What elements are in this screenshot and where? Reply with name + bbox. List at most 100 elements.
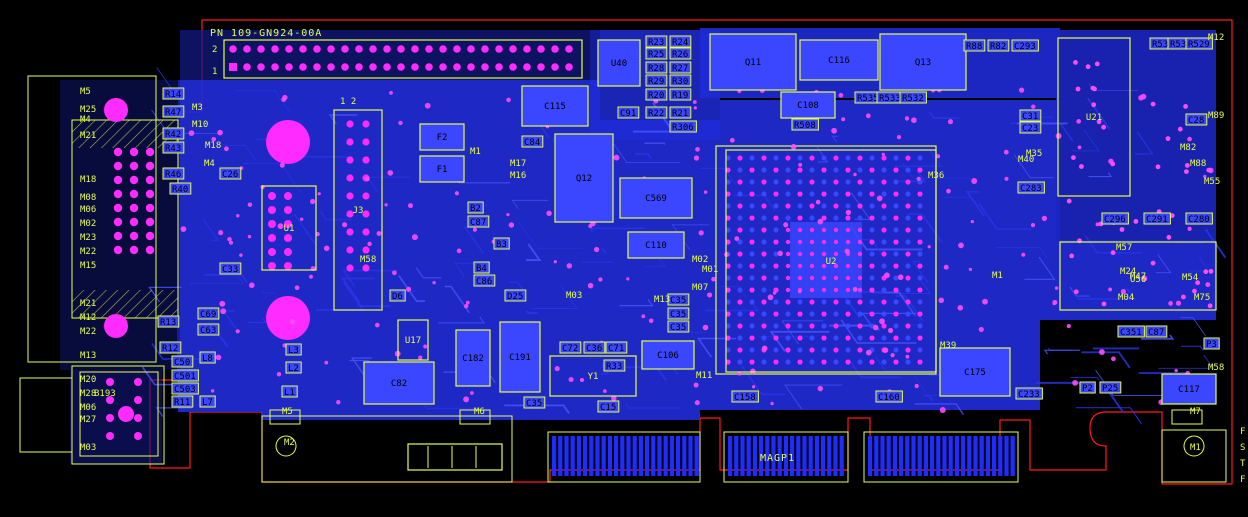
bga-ball <box>917 215 923 221</box>
via <box>211 136 217 142</box>
passive-ref: C503 <box>174 385 196 395</box>
bga-ball <box>725 155 731 161</box>
bga-ball <box>809 263 815 269</box>
trace <box>1158 354 1215 369</box>
component-ref: M47 <box>1130 272 1146 282</box>
bga-ball <box>821 227 827 233</box>
bga-ball <box>749 203 755 209</box>
bga-ball <box>785 191 791 197</box>
passive-body <box>473 261 490 274</box>
passive-body <box>1185 212 1213 225</box>
via <box>916 176 921 181</box>
passive-l8: L8 <box>199 351 216 364</box>
bga-ball <box>749 335 755 341</box>
passive-body <box>1015 387 1043 400</box>
bga-ball <box>869 263 875 269</box>
via <box>180 226 187 232</box>
passive-ref: C63 <box>200 326 216 336</box>
passive-c23: C23 <box>1019 121 1042 134</box>
gold-finger <box>979 436 984 476</box>
header-pin <box>397 45 405 53</box>
silkscreen-labels: M25M4M21M18M08M06M02M23M22M15M21M12M22M1… <box>80 33 1224 453</box>
trace <box>601 248 607 254</box>
component-body <box>627 231 685 259</box>
dvi-pin <box>145 147 155 157</box>
silk-label: M23 <box>80 233 96 243</box>
bga-ball <box>725 347 731 353</box>
passive-c72: C72 <box>559 341 582 354</box>
passive-r12: R12 <box>159 341 182 354</box>
bga-ball <box>881 323 887 329</box>
gold-finger <box>589 436 594 476</box>
bga-ball <box>833 359 839 365</box>
passive-body <box>1079 381 1096 394</box>
silk-label: M01 <box>702 265 718 275</box>
bga-ball <box>857 359 863 365</box>
via <box>876 195 883 202</box>
gold-finger <box>985 436 990 476</box>
via <box>1111 356 1116 362</box>
trace <box>816 146 829 163</box>
bga-ball <box>785 287 791 293</box>
silk-label: M2 <box>284 438 295 448</box>
dvi-pins <box>106 120 370 440</box>
bga-ball <box>881 263 887 269</box>
bga-ball <box>857 227 863 233</box>
via <box>1073 289 1079 295</box>
via <box>1203 269 1209 275</box>
bga-ball <box>749 167 755 173</box>
via <box>315 231 320 237</box>
via <box>881 152 885 156</box>
trace <box>438 316 485 324</box>
bga-ball <box>785 323 791 329</box>
bga-ball <box>797 167 803 173</box>
passive-r46: R46 <box>162 167 185 180</box>
passive-r42: R42 <box>162 127 185 140</box>
bga-ball <box>761 227 767 233</box>
trace <box>914 403 965 416</box>
dvi-pin <box>113 245 123 255</box>
silk-label: M10 <box>192 120 208 130</box>
header-pin <box>481 45 489 53</box>
bga-ball <box>749 191 755 197</box>
via <box>1073 60 1078 65</box>
dvi-pin <box>129 161 139 171</box>
via <box>465 300 470 305</box>
passive-body <box>162 167 185 180</box>
passive-body <box>1117 325 1145 338</box>
bga-ball <box>773 323 779 329</box>
header-pin <box>271 45 279 53</box>
passive-body <box>281 385 298 398</box>
header-pin <box>299 63 307 71</box>
bga-ball <box>881 287 887 293</box>
passive-ref: C33 <box>222 265 238 275</box>
trace <box>634 153 652 160</box>
silk-label: M89 <box>1208 111 1224 121</box>
trace <box>518 221 583 249</box>
bga-ball <box>881 167 887 173</box>
bga-ball <box>821 299 827 305</box>
bga-ball <box>881 227 887 233</box>
header-pin <box>369 45 377 53</box>
bga-ball <box>785 203 791 209</box>
via <box>1175 300 1182 306</box>
trace <box>1095 369 1167 396</box>
trace <box>320 211 353 221</box>
via <box>1030 222 1036 228</box>
trace <box>769 330 830 352</box>
signal-traces <box>141 67 1227 424</box>
passive-ref: C69 <box>200 310 216 320</box>
bga-ball <box>893 215 899 221</box>
via <box>946 188 951 194</box>
component-ref: U21 <box>1086 113 1102 123</box>
component-ref: U1 <box>284 224 295 234</box>
bga-ball <box>821 335 827 341</box>
via <box>831 127 837 134</box>
component-ref: C82 <box>391 379 407 389</box>
passive-body <box>669 74 692 87</box>
header-j3-pin <box>346 138 354 146</box>
header-pin <box>285 63 293 71</box>
via <box>1150 101 1156 107</box>
via <box>798 289 802 294</box>
